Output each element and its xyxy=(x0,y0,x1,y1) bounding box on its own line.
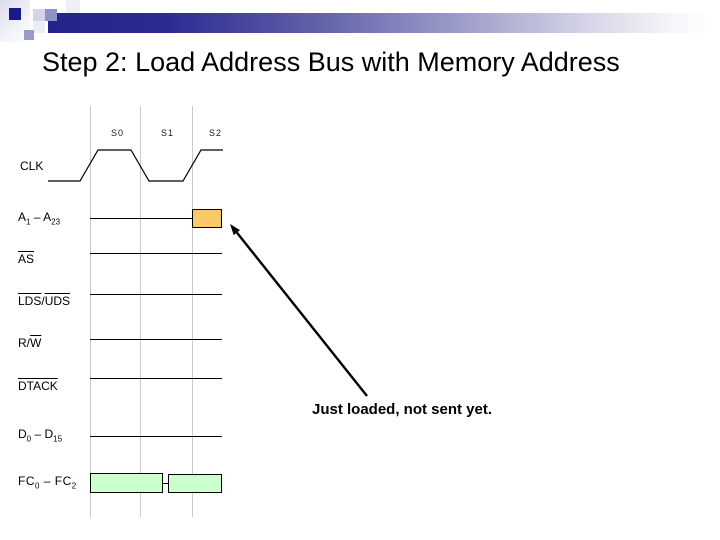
fc-valid-box-1 xyxy=(90,473,163,493)
signal-label-data-bus: D0 – D15 xyxy=(18,427,63,444)
signal-label-clk: CLK xyxy=(20,159,44,173)
clk-waveform xyxy=(48,149,223,182)
header-square-navy xyxy=(9,8,21,20)
state-label-s2: S2 xyxy=(209,128,223,138)
signal-label-rw: R/W xyxy=(18,336,42,350)
signal-label-as: AS xyxy=(18,252,35,266)
gridline xyxy=(140,106,141,517)
header-square-pale xyxy=(33,21,45,33)
state-label-s0: S0 xyxy=(111,128,125,138)
annotation-text: Just loaded, not sent yet. xyxy=(312,401,493,418)
state-label-s1: S1 xyxy=(161,128,175,138)
annotation-arrow xyxy=(230,224,368,397)
header-square-small xyxy=(24,30,34,40)
signal-line-address xyxy=(90,218,192,219)
signal-line-dtack xyxy=(90,378,222,379)
signal-label-dtack: DTACK xyxy=(18,379,58,393)
signal-label-fc: FC0 – FC2 xyxy=(18,474,77,491)
gridline xyxy=(90,106,91,517)
header-square-medium xyxy=(45,9,57,21)
signal-label-address-bus: A1 – A23 xyxy=(18,210,61,227)
header-accent-bar xyxy=(48,13,710,33)
signal-line-data xyxy=(90,436,222,437)
fc-transition-connector xyxy=(163,483,168,484)
signal-line-lds-uds xyxy=(90,294,222,295)
signal-line-rw xyxy=(90,339,222,340)
fc-valid-box-2 xyxy=(168,474,222,493)
address-valid-box xyxy=(192,209,222,228)
slide-title: Step 2: Load Address Bus with Memory Add… xyxy=(42,47,620,77)
gridline xyxy=(192,106,193,517)
header-square-faint xyxy=(66,0,80,13)
header-square-light xyxy=(33,9,45,21)
signal-label-lds-uds: LDS/UDS xyxy=(18,294,71,308)
signal-line-as xyxy=(90,253,222,254)
